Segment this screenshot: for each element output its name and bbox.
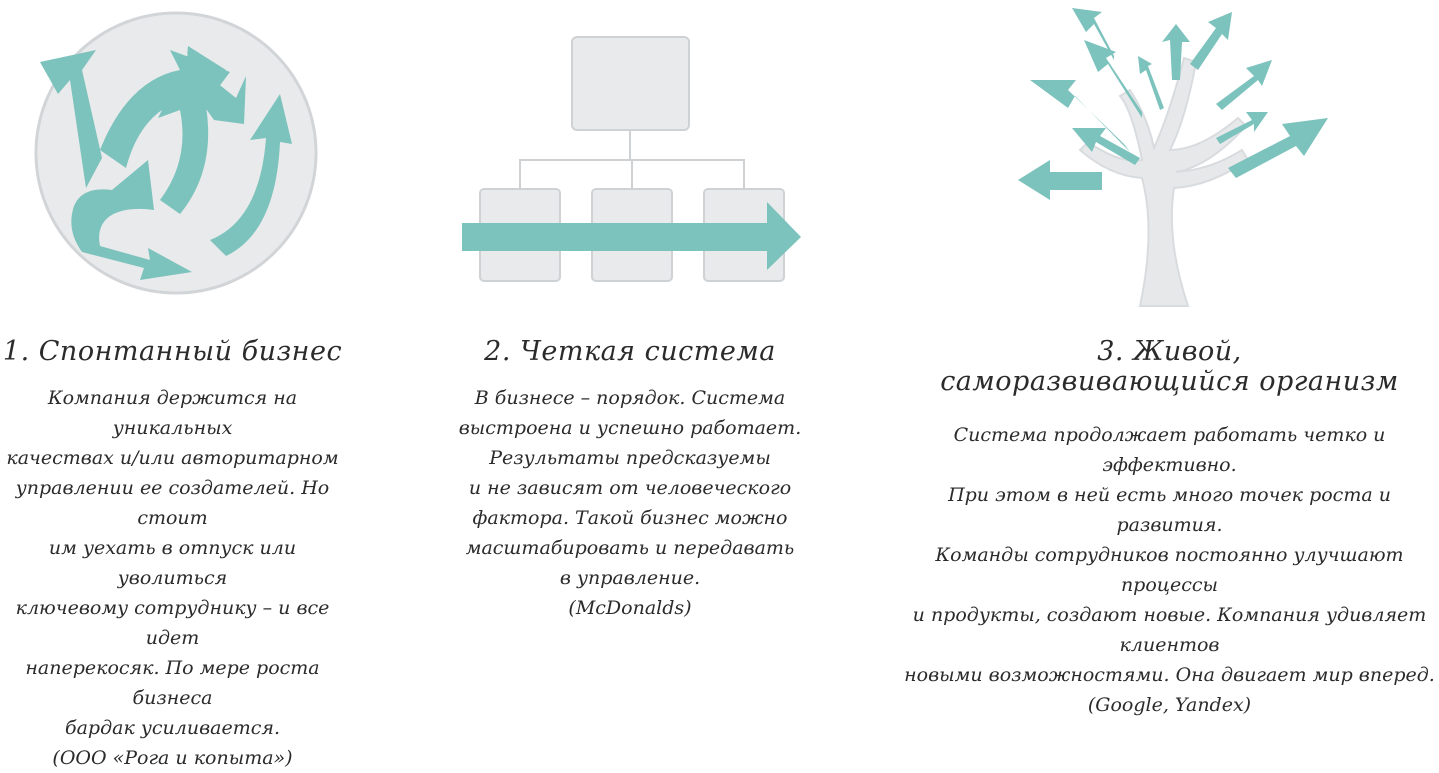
description-line: управлении ее создателей. Но стоит (15, 477, 330, 529)
title-line: саморазвивающийся организм (940, 366, 1399, 397)
description-line: и не зависят от человеческого (468, 477, 792, 499)
description-line: в управление. (559, 567, 701, 589)
column-spontaneous-business: 1. Спонтанный бизнес Компания держится н… (0, 0, 345, 769)
description-line: (McDonalds) (568, 597, 692, 619)
column-3-title: 3. Живой, саморазвивающийся организм (900, 337, 1439, 397)
description-line: (ООО «Рога и копыта») (52, 747, 293, 769)
description-line: В бизнесе – порядок. Система (474, 387, 786, 409)
column-1-description: Компания держится на уникальных качества… (0, 383, 345, 773)
column-living-organism: 3. Живой, саморазвивающийся организм Сис… (900, 0, 1439, 716)
description-line: бардак усиливается. (65, 717, 280, 739)
column-3-description: Система продолжает работать четко и эффе… (900, 420, 1439, 720)
description-line: (Google, Yandex) (1087, 694, 1252, 716)
description-line: новыми возможностями. Она двигает мир вп… (904, 664, 1435, 686)
description-line: им уехать в отпуск или уволиться (48, 537, 297, 589)
column-clear-system: 2. Четкая система В бизнесе – порядок. С… (455, 0, 805, 648)
description-line: Компания держится на уникальных (47, 387, 298, 439)
description-line: и продукты, создают новые. Компания удив… (912, 604, 1427, 656)
description-line: Результаты предсказуемы (489, 447, 771, 469)
title-line: 3. Живой, (1097, 336, 1242, 367)
description-line: качествах и/или авторитарном (6, 447, 339, 469)
growing-tree-arrows-icon (1018, 8, 1328, 307)
description-line: фактора. Такой бизнес можно (472, 507, 788, 529)
column-2-description: В бизнесе – порядок. Система выстроена и… (455, 383, 805, 623)
description-line: При этом в ней есть много точек роста и … (948, 484, 1391, 536)
description-line: Команды сотрудников постоянно улучшают п… (935, 544, 1404, 596)
description-line: наперекосяк. По мере роста бизнеса (25, 657, 320, 709)
org-chart-arrow-icon (462, 36, 801, 282)
description-line: Система продолжает работать четко и эффе… (953, 424, 1386, 476)
description-line: выстроена и успешно работает. (458, 417, 802, 439)
swirling-arrows-circle-icon (34, 11, 318, 295)
column-1-title: 1. Спонтанный бизнес (2, 336, 343, 367)
description-line: масштабировать и передавать (465, 537, 795, 559)
column-2-title: 2. Четкая система (484, 336, 776, 367)
description-line: ключевому сотруднику – и все идет (15, 597, 330, 649)
